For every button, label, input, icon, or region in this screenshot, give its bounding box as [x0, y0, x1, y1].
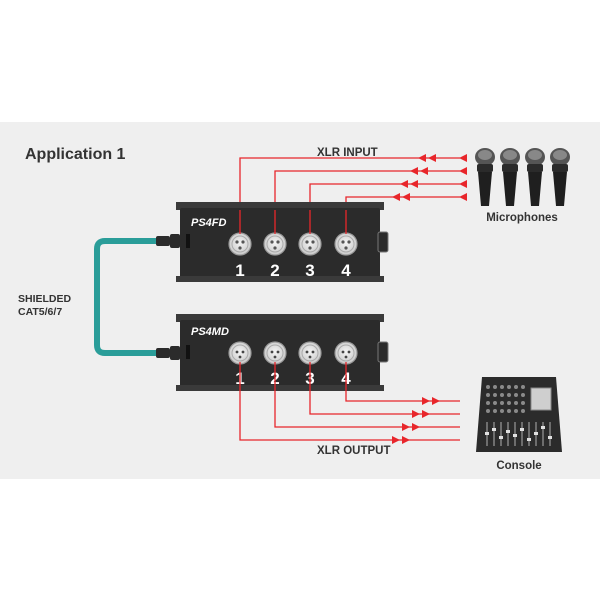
output-line-3	[309, 362, 460, 415]
cable-connector-top	[156, 234, 180, 248]
output-line-1	[239, 362, 460, 441]
cable-label-line1: SHIELDED	[18, 293, 72, 305]
xlr-female-connector	[334, 232, 358, 256]
ps4fd-model-label: PS4FD	[191, 217, 227, 229]
ps4fd-channel-numbers: 1 2 3 4	[235, 261, 351, 280]
input-drop-lines	[239, 210, 347, 234]
microphone-icon	[550, 148, 570, 206]
xlr-female-connector	[228, 232, 252, 256]
cable-connector-bottom	[156, 346, 180, 360]
xlr-male-connector	[228, 341, 252, 365]
xlr-female-connector	[263, 232, 287, 256]
xlr-male-connector	[334, 341, 358, 365]
input-arrows	[392, 154, 436, 201]
ps4fd-connectors	[228, 232, 358, 256]
mixing-console-icon	[476, 377, 562, 452]
channel-number: 3	[305, 261, 314, 280]
xlr-input-label: XLR INPUT	[317, 147, 378, 159]
cat-cable	[94, 238, 160, 356]
xlr-male-connector	[298, 341, 322, 365]
console-label: Console	[496, 460, 541, 472]
xlr-female-connector	[298, 232, 322, 256]
channel-number: 1	[235, 261, 244, 280]
microphones-label: Microphones	[486, 212, 558, 224]
microphone-icon	[525, 148, 545, 206]
xlr-male-connector	[263, 341, 287, 365]
output-line-2	[274, 362, 460, 428]
output-arrows	[392, 397, 440, 444]
ps4md-model-label: PS4MD	[191, 326, 229, 338]
microphones-group	[475, 148, 570, 206]
diagram-title: Application 1	[25, 146, 126, 163]
microphone-icon	[475, 148, 495, 206]
cable-label-line2: CAT5/6/7	[18, 306, 62, 318]
microphone-icon	[500, 148, 520, 206]
channel-number: 2	[270, 261, 279, 280]
xlr-output-label: XLR OUTPUT	[317, 445, 390, 457]
channel-number: 4	[341, 261, 351, 280]
output-signal-lines	[239, 362, 460, 441]
ps4md-connectors	[228, 341, 358, 365]
